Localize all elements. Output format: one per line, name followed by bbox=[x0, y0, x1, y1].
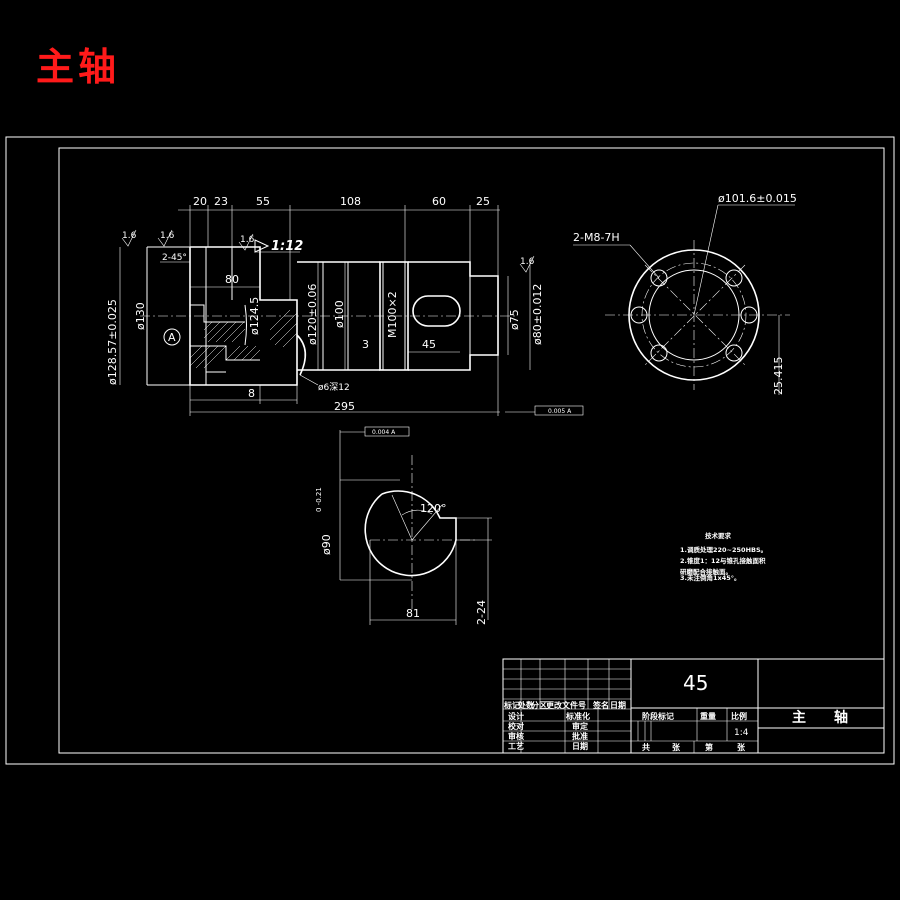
side-diameter: ø101.6±0.015 bbox=[718, 192, 797, 205]
offset-dim: 25.415 bbox=[772, 357, 785, 396]
section-width: 81 bbox=[406, 607, 420, 620]
svg-text:ø120±0.06: ø120±0.06 bbox=[306, 284, 319, 345]
top-dimension-chain: 20 23 55 108 60 25 bbox=[178, 195, 500, 300]
svg-text:设计: 设计 bbox=[508, 711, 524, 721]
svg-text:审定: 审定 bbox=[572, 721, 588, 731]
inner-frame bbox=[58, 147, 885, 754]
chamfer-note: 2-45° bbox=[162, 253, 187, 263]
hatch-area-1 bbox=[189, 309, 298, 369]
section-angle: 120° bbox=[420, 502, 447, 515]
svg-text:日期: 日期 bbox=[610, 700, 626, 710]
svg-text:标记: 标记 bbox=[503, 700, 520, 710]
page-title: 主轴 bbox=[36, 44, 121, 89]
main-tol-frame: 0.005 A bbox=[548, 408, 572, 415]
dim-23: 23 bbox=[214, 195, 228, 208]
part-name: 主 轴 bbox=[792, 709, 848, 726]
svg-text:共: 共 bbox=[642, 742, 650, 752]
svg-text:张: 张 bbox=[672, 743, 681, 752]
dim-25: 25 bbox=[476, 195, 490, 208]
svg-text:ø128.57±0.025: ø128.57±0.025 bbox=[106, 299, 119, 385]
svg-text:比例: 比例 bbox=[731, 711, 747, 721]
section-diameter: ø90 bbox=[320, 534, 333, 555]
svg-text:校对: 校对 bbox=[508, 721, 524, 731]
svg-text:ø124.5: ø124.5 bbox=[248, 297, 261, 335]
scale-value: 1:4 bbox=[734, 728, 749, 738]
svg-text:M100×2: M100×2 bbox=[386, 291, 399, 338]
svg-text:签名: 签名 bbox=[592, 700, 609, 710]
svg-text:重量: 重量 bbox=[700, 711, 716, 721]
svg-text:阶段标记: 阶段标记 bbox=[642, 711, 674, 721]
section-view: 120° 0.004 A ø90 0 -0.21 81 2-24 bbox=[315, 426, 492, 625]
slot-dim: 2-24 bbox=[475, 600, 488, 625]
svg-text:更改文件号: 更改文件号 bbox=[546, 700, 586, 710]
dim-8: 8 bbox=[248, 387, 255, 400]
tech-item-4: 3.未注倒角1x45°。 bbox=[680, 573, 741, 582]
thread-note: 2-M8-7H bbox=[573, 231, 620, 244]
tech-item-3: 研磨配合接触面。 bbox=[680, 567, 732, 576]
svg-text:第: 第 bbox=[705, 742, 713, 752]
svg-text:1.6: 1.6 bbox=[122, 231, 137, 241]
dim-295: 295 bbox=[334, 400, 355, 413]
dim-80: 80 bbox=[225, 273, 239, 286]
svg-text:张: 张 bbox=[737, 743, 746, 752]
dim-108: 108 bbox=[340, 195, 361, 208]
dim-3: 3 bbox=[362, 338, 369, 351]
hole-note: ø6深12 bbox=[318, 382, 350, 393]
svg-text:ø130: ø130 bbox=[134, 302, 147, 330]
svg-text:分区: 分区 bbox=[531, 700, 547, 710]
svg-text:工艺: 工艺 bbox=[508, 741, 524, 751]
diameter-dimensions: ø128.57±0.025 ø130 ø124.5 ø120±0.06 ø100… bbox=[106, 247, 544, 385]
svg-text:日期: 日期 bbox=[572, 741, 588, 751]
section-diameter-tol: 0 -0.21 bbox=[315, 487, 323, 512]
svg-text:1.6: 1.6 bbox=[520, 257, 535, 267]
svg-text:标准化: 标准化 bbox=[565, 711, 590, 721]
tech-requirements: 技术要求 1.调质处理220~250HBS。 2.锥度1：12与锥孔接触面积 研… bbox=[680, 531, 767, 582]
svg-text:1.6: 1.6 bbox=[240, 235, 255, 245]
section-tol-frame: 0.004 A bbox=[372, 429, 396, 436]
material: 45 bbox=[683, 671, 708, 695]
svg-text:ø100: ø100 bbox=[333, 300, 346, 328]
dim-20: 20 bbox=[193, 195, 207, 208]
svg-text:处数: 处数 bbox=[517, 700, 535, 710]
datum-a-circle bbox=[163, 328, 181, 346]
tech-heading: 技术要求 bbox=[705, 531, 732, 540]
svg-text:1.6: 1.6 bbox=[160, 231, 175, 241]
dim-45: 45 bbox=[422, 338, 436, 351]
svg-text:审核: 审核 bbox=[508, 731, 524, 741]
main-view: 20 23 55 108 60 25 1.6 1.6 1.6 1.6 2-45°… bbox=[106, 195, 584, 416]
svg-text:批准: 批准 bbox=[572, 731, 588, 741]
tech-item-2: 2.锥度1：12与锥孔接触面积 bbox=[680, 556, 766, 565]
roughness-symbols: 1.6 1.6 1.6 1.6 bbox=[121, 229, 535, 273]
datum-a-label: A bbox=[168, 331, 176, 344]
side-view: ø101.6±0.015 2-M8-7H 25.415 bbox=[573, 192, 797, 395]
title-block: 45 主 轴 1:4 标记 处数 分区 更改文件号 签名 日期 设计 校对 审核… bbox=[502, 658, 885, 754]
taper-note: 1:12 bbox=[271, 239, 303, 254]
dim-55: 55 bbox=[256, 195, 270, 208]
dim-60: 60 bbox=[432, 195, 446, 208]
svg-text:ø80±0.012: ø80±0.012 bbox=[531, 284, 544, 345]
outer-frame bbox=[5, 136, 895, 765]
svg-text:ø75: ø75 bbox=[508, 309, 521, 330]
tech-item-1: 1.调质处理220~250HBS。 bbox=[680, 545, 767, 554]
